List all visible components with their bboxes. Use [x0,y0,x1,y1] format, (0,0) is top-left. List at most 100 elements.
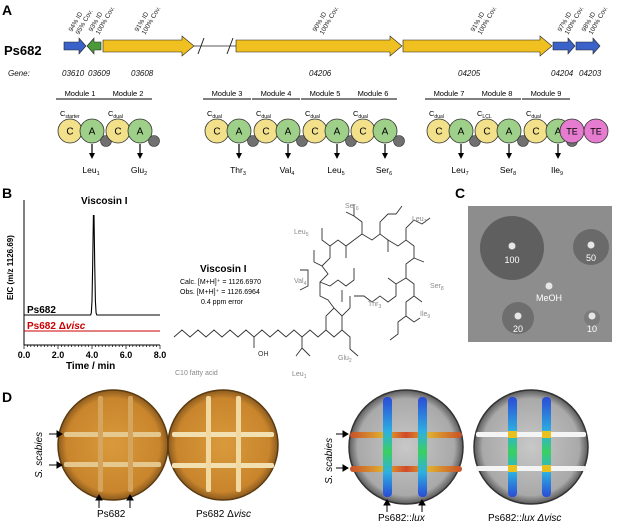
adenylation-arrowhead [334,153,340,159]
residue-label: Val4 [280,165,295,177]
a-domain [324,118,350,144]
trace1-label: Ps682 [27,305,56,316]
fatty-acid-label: C10 fatty acid [175,370,218,377]
a-domain-letter: A [458,127,465,138]
c-domain-letter: C [114,127,121,138]
adenylation-arrowhead [137,153,143,159]
peak-label: Viscosin I [81,196,128,207]
x-tick-label: 4.0 [86,350,99,360]
struct-ile9: Ile9 [420,311,430,320]
calc-mass: Calc. [M+H]⁺ = 1126.6970 [180,279,261,286]
c-domain-type: Cdual [429,109,444,120]
module-label: Module 5 [310,89,341,98]
plate-label-4: Ps682::lux Δvisc [488,513,561,522]
adenylation-arrowhead [236,153,242,159]
residue-label: Leu7 [451,165,468,177]
module-label: Module 8 [482,89,513,98]
gene-arrow-03610 [63,37,87,55]
struct-val4: Val4 [294,278,307,287]
a-domain-letter: A [89,127,96,138]
x-tick-label: 0.0 [18,350,31,360]
obs-mass: Obs. [M+H]⁺ = 1126.6964 [180,289,260,296]
adenylation-arrowhead [458,153,464,159]
conc-meoh: MeOH [536,293,562,303]
conc-100: 100 [504,255,519,265]
struct-ser6: Ser6 [345,203,359,212]
module-label: Module 9 [531,89,562,98]
gene-name-04203: 04203 [579,69,602,78]
a-domain-letter: A [285,127,292,138]
plate-label-2: Ps682 Δvisc [196,509,251,520]
residue-label: Ser6 [376,165,392,177]
gene-name-04204: 04204 [551,69,574,78]
a-domain [372,118,398,144]
c-domain-type: Cdual [207,109,222,120]
struct-thr3: Thr3 [368,301,382,310]
c-domain-letter: C [435,127,442,138]
plate-ps682-lux [348,389,464,505]
c-domain-type: Cdual [305,109,320,120]
x-tick-label: 8.0 [154,350,167,360]
structure-title: Viscosin I [200,264,247,275]
a-domain [275,118,301,144]
gap-break-2 [226,37,234,55]
adenylation-arrowhead [382,153,388,159]
adenylation-arrowhead [89,153,95,159]
panel-label-d: D [2,389,12,405]
trace2-label: Ps682 Δvisc [27,321,86,332]
c-domain-type: Cdual [108,109,123,120]
conc-20: 20 [513,324,523,334]
gene-arrow-04203 [575,37,601,55]
module-label: Module 6 [358,89,389,98]
ppm-error: 0.4 ppm error [201,299,244,306]
c-domain-letter: C [532,127,539,138]
conc-10: 10 [587,324,597,334]
c-domain-letter: C [213,127,220,138]
module-label: Module 3 [212,89,243,98]
te-domain-letter: TE [590,127,602,137]
organism-label-1: S. scabies [34,432,45,478]
gene-name-03608: 03608 [131,69,154,78]
gene-name-04205: 04205 [458,69,481,78]
plate-ps682-lux-dvisc [473,389,589,505]
residue-label: Glu2 [131,165,147,177]
a-domain [448,118,474,144]
module-label: Module 2 [113,89,144,98]
module-label: Module 4 [261,89,292,98]
c-domain-letter: C [483,127,490,138]
plate-label-1: Ps682 [97,509,126,520]
trace-ps682 [24,214,160,316]
c-domain-type: Cdual [353,109,368,120]
x-axis-label: Time / min [66,361,115,372]
a-domain-letter: A [236,127,243,138]
conc-50: 50 [586,253,596,263]
adenylation-arrowhead [555,153,561,159]
gene-arrow-04205 [402,35,553,57]
struct-glu2: Glu2 [338,355,352,364]
c-domain-letter: C [66,127,73,138]
x-tick-label: 6.0 [120,350,133,360]
pcp-domain [517,135,529,147]
residue-label: Ser8 [500,165,516,177]
gene-name-04206: 04206 [309,69,332,78]
adenylation-arrowhead [285,153,291,159]
module-label: Module 7 [434,89,465,98]
gene-arrow-04204 [552,37,576,55]
struct-leu1: Leu1 [292,371,307,380]
panel-label-c: C [455,185,465,201]
c-domain-letter: C [262,127,269,138]
x-tick-label: 2.0 [52,350,65,360]
residue-label: Leu5 [327,165,344,177]
a-domain [79,118,105,144]
a-domain [127,118,153,144]
gene-arrow-03608 [102,35,195,57]
pcp-domain [393,135,405,147]
indicator-arrows [49,430,426,512]
a-domain [496,118,522,144]
struct-oh: OH [258,351,269,358]
residue-label: Thr3 [230,165,246,177]
a-domain-letter: A [382,127,389,138]
a-domain-letter: A [334,127,341,138]
